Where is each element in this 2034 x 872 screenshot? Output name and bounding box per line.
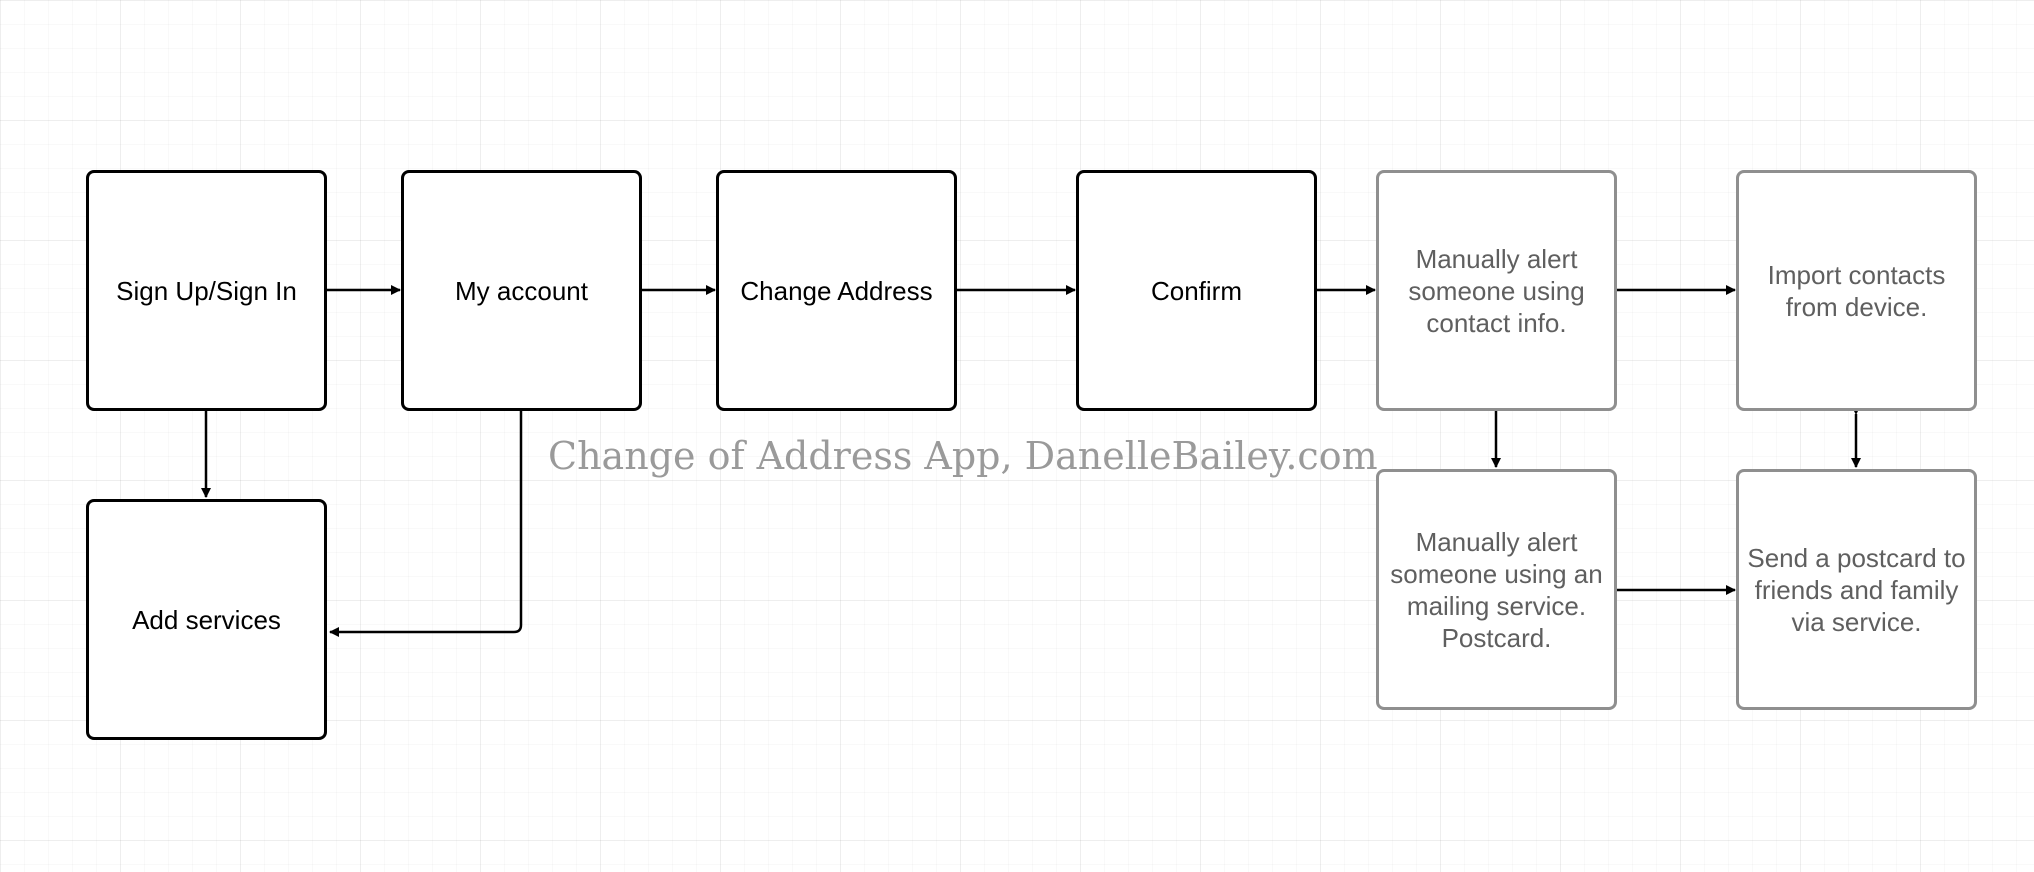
node-manual-alert-mailing[interactable]: Manually alert someone using an mailing … xyxy=(1376,469,1617,710)
node-label: Import contacts from device. xyxy=(1767,259,1946,322)
node-my-account[interactable]: My account xyxy=(401,170,642,411)
node-label: Manually alert someone using contact inf… xyxy=(1408,243,1585,338)
edge-myaccount-to-addservices xyxy=(329,411,523,637)
node-send-postcard[interactable]: Send a postcard to friends and family vi… xyxy=(1736,469,1977,710)
node-import-contacts[interactable]: Import contacts from device. xyxy=(1736,170,1977,411)
node-sign-up[interactable]: Sign Up/Sign In xyxy=(86,170,327,411)
node-change-address[interactable]: Change Address xyxy=(716,170,957,411)
node-manual-alert-contact[interactable]: Manually alert someone using contact inf… xyxy=(1376,170,1617,411)
node-add-services[interactable]: Add services xyxy=(86,499,327,740)
node-label: Manually alert someone using an mailing … xyxy=(1390,526,1603,653)
diagram-title-watermark: Change of Address App, DanelleBailey.com xyxy=(548,434,1378,478)
node-label: Change Address xyxy=(740,275,933,306)
node-label: Add services xyxy=(132,604,281,635)
node-label: Send a postcard to friends and family vi… xyxy=(1747,542,1966,637)
node-confirm[interactable]: Confirm xyxy=(1076,170,1317,411)
node-label: My account xyxy=(455,275,588,306)
node-label: Confirm xyxy=(1150,275,1242,306)
node-label: Sign Up/Sign In xyxy=(116,275,297,306)
